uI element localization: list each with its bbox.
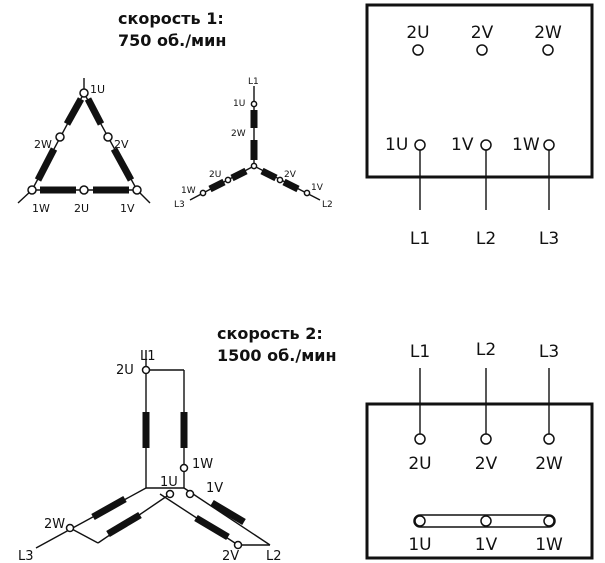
terminal-box-frame [365, 402, 594, 560]
terminal [55, 132, 65, 142]
label-1u: 1U [90, 83, 105, 96]
line-label-l2: L2 [476, 229, 496, 249]
terminal [414, 515, 426, 527]
line-label-l2: L2 [476, 340, 496, 360]
speed-2-label: скорость 2: 1500 об./мин [217, 323, 337, 367]
star-coil [91, 495, 127, 521]
delta-coil [63, 97, 85, 126]
delta-coil [84, 97, 105, 126]
speed-2-rpm: 1500 об./мин [217, 346, 337, 365]
speed-1-rpm: 750 об./мин [118, 31, 227, 50]
terminal-label-2u: 2U [406, 23, 429, 43]
star-coil [210, 499, 246, 526]
terminal [179, 463, 189, 473]
terminal-label-2u: 2U [408, 454, 431, 474]
terminal [476, 44, 488, 56]
terminal-box-2: L1 L2 L3 2U 2V 2W 1U 1V 1W [365, 340, 594, 560]
terminal [250, 100, 258, 108]
label-l3: L3 [18, 549, 34, 563]
terminal-label-2v: 2V [471, 23, 494, 43]
star-coil [260, 167, 278, 182]
star-coil [106, 511, 142, 538]
terminal [542, 44, 554, 56]
terminal-label-1w: 1W [512, 135, 540, 155]
terminal [543, 433, 555, 445]
terminal [224, 176, 232, 184]
line-label-l3: L3 [539, 229, 559, 249]
label-2w: 2W [231, 129, 246, 139]
label-1v: 1V [311, 183, 324, 193]
delta-connection: 1U 2W 2V 1W 2U 1V [17, 78, 151, 215]
double-star-connection: L1 2U 1W 1U 1V 2W 2V L3 L2 [18, 349, 282, 563]
terminal-label-1w: 1W [535, 535, 563, 555]
star-connection-small: L1 1U 2W 2U 2V 1W 1V L3 L2 [174, 77, 333, 210]
terminal-label-1u: 1U [385, 135, 408, 155]
terminal [65, 523, 75, 533]
terminal [303, 189, 311, 197]
label-2v: 2V [284, 170, 297, 180]
star-coil [194, 514, 230, 541]
terminal [276, 176, 284, 184]
label-l1: L1 [248, 77, 259, 87]
label-2u: 2U [209, 170, 221, 180]
label-1v: 1V [120, 202, 135, 215]
terminal-label-1v: 1V [475, 535, 498, 555]
label-1u: 1U [233, 99, 245, 109]
label-l2: L2 [322, 200, 333, 210]
terminal [185, 489, 195, 499]
terminal [199, 189, 207, 197]
label-2u: 2U [116, 363, 134, 378]
label-1w: 1W [32, 202, 50, 215]
terminal [141, 365, 151, 375]
terminal-box-frame [365, 3, 594, 179]
speed-1-label: скорость 1: 750 об./мин [118, 8, 226, 52]
terminal [480, 139, 492, 151]
terminal [543, 515, 555, 527]
star-coil [282, 178, 300, 193]
speed-1-title: скорость 1: [118, 9, 224, 28]
terminal-box-1: 2U 2V 2W 1U 1V 1W L1 L2 L3 [365, 3, 594, 249]
label-1v: 1V [206, 481, 223, 496]
terminal [103, 132, 113, 142]
label-2v: 2V [114, 138, 129, 151]
label-l1: L1 [140, 349, 156, 364]
terminal [414, 139, 426, 151]
terminal-label-2v: 2V [475, 454, 498, 474]
terminal [233, 540, 243, 550]
terminal [165, 489, 175, 499]
terminal-label-1u: 1U [408, 535, 431, 555]
terminal-label-1v: 1V [451, 135, 474, 155]
label-2v: 2V [222, 549, 239, 563]
label-2u: 2U [74, 202, 89, 215]
terminal-label-2w: 2W [534, 23, 562, 43]
terminal [412, 44, 424, 56]
terminal [250, 162, 258, 170]
star-coil [208, 178, 226, 193]
delta-coil [110, 147, 135, 182]
label-l2: L2 [266, 549, 282, 563]
line-label-l1: L1 [410, 229, 430, 249]
label-1w: 1W [192, 457, 213, 472]
line-label-l1: L1 [410, 342, 430, 362]
terminal [27, 185, 37, 195]
terminal [480, 433, 492, 445]
label-1w: 1W [181, 186, 196, 196]
terminal [480, 515, 492, 527]
terminal [543, 139, 555, 151]
terminal [79, 185, 89, 195]
speed-2-title: скорость 2: [217, 324, 323, 343]
label-l3: L3 [174, 200, 185, 210]
label-2w: 2W [44, 517, 65, 532]
star-coil [230, 167, 248, 182]
label-2w: 2W [34, 138, 52, 151]
line-label-l3: L3 [539, 342, 559, 362]
terminal [132, 185, 142, 195]
terminal [79, 88, 89, 98]
terminal-label-2w: 2W [535, 454, 563, 474]
delta-coil [34, 147, 58, 182]
terminal [414, 433, 426, 445]
label-1u: 1U [160, 475, 178, 490]
